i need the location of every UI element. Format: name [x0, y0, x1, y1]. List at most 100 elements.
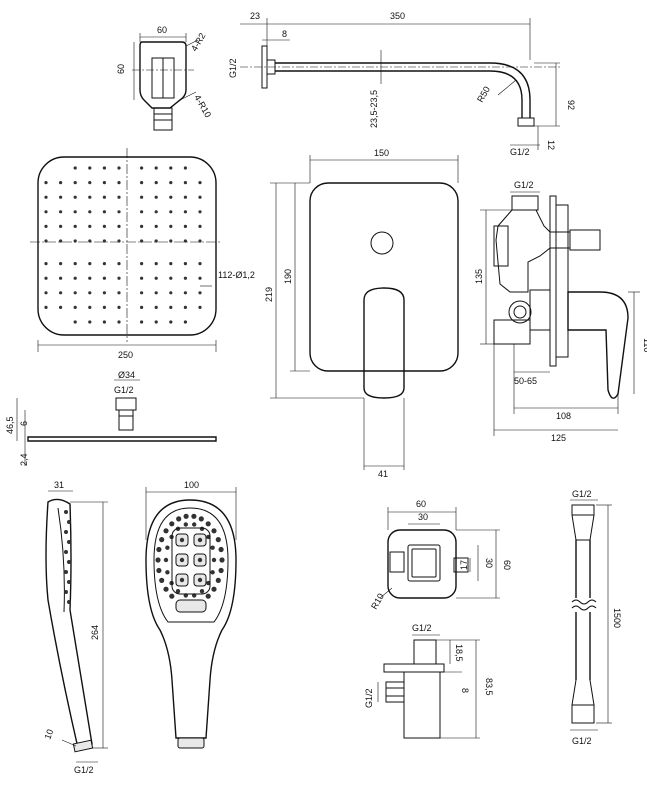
- spray-nozzle: [102, 166, 106, 170]
- hand-width-label: 100: [184, 480, 199, 490]
- spray-nozzle: [140, 320, 144, 324]
- wall-elbow-view: 60 60 4-R2 4-R10: [116, 25, 213, 131]
- spray-nozzle: [44, 195, 48, 199]
- spray-nozzle: [154, 276, 158, 280]
- spray-nozzle: [140, 291, 144, 295]
- spray-nozzle: [169, 305, 173, 309]
- hand-nozzle: [183, 513, 189, 519]
- hand-nozzle: [218, 546, 224, 553]
- spray-nozzle: [102, 239, 106, 243]
- hand-nozzle: [183, 522, 188, 527]
- mixer-side-view: G1/2 135 50-65 108 125 110: [474, 180, 647, 443]
- spray-nozzle: [102, 224, 106, 228]
- spray-nozzle: [154, 305, 158, 309]
- side-nozzle: [64, 570, 68, 574]
- hand-nozzle: [159, 537, 165, 543]
- spray-nozzle: [183, 320, 187, 324]
- spray-nozzle: [59, 210, 63, 214]
- spray-nozzle: [102, 276, 106, 280]
- spray-nozzle: [169, 262, 173, 266]
- outlet-radius-label: R10: [369, 592, 386, 611]
- hand-nozzle: [163, 528, 169, 534]
- elbow-radius-small-label: 4-R2: [189, 31, 207, 53]
- mixer-lever-depth-label: 108: [556, 411, 571, 421]
- spray-nozzle: [88, 166, 92, 170]
- hose-length-label: 1500: [612, 608, 622, 628]
- hand-nozzle: [169, 521, 175, 527]
- spray-nozzle: [117, 305, 121, 309]
- hand-center-nozzle: [179, 557, 185, 563]
- hand-nozzle: [191, 513, 197, 519]
- hand-nozzle: [211, 528, 217, 534]
- spray-nozzle: [198, 239, 202, 243]
- mixer-lever-height-label: 110: [642, 338, 647, 352]
- outlet-top-thread-label: G1/2: [412, 623, 432, 633]
- hand-center-nozzle: [179, 577, 185, 583]
- spray-nozzle: [154, 262, 158, 266]
- elbow-width-label: 60: [157, 25, 167, 35]
- spray-nozzle: [73, 224, 77, 228]
- spray-nozzle: [198, 181, 202, 185]
- shower-head-side-view: Ø34 G1/2 46,5 6 2,4: [5, 370, 217, 466]
- hose-bottom-thread-label: G1/2: [572, 736, 592, 746]
- spray-nozzle: [88, 262, 92, 266]
- plate-width-label: 150: [374, 148, 389, 158]
- spray-nozzle: [154, 181, 158, 185]
- hand-nozzle: [165, 545, 170, 550]
- mixer-body-height-label: 135: [474, 269, 484, 284]
- shower-head-top-view: 112-Ø1,2 250: [30, 148, 255, 360]
- spray-nozzle: [154, 239, 158, 243]
- hand-shower-center-nozzles: [175, 533, 207, 587]
- mixer-total-depth-label: 125: [551, 433, 566, 443]
- spray-nozzle: [73, 239, 77, 243]
- head-holes-label: 112-Ø1,2: [218, 270, 255, 280]
- spray-nozzle: [140, 195, 144, 199]
- spray-nozzle: [198, 224, 202, 228]
- hand-nozzle: [169, 593, 175, 599]
- spray-nozzle: [102, 210, 106, 214]
- arm-outlet-height-label: 12: [546, 140, 556, 150]
- elbow-height-label: 60: [116, 64, 126, 74]
- spray-nozzle: [169, 224, 173, 228]
- spray-nozzle: [183, 276, 187, 280]
- spray-nozzle: [117, 262, 121, 266]
- spray-nozzle: [73, 276, 77, 280]
- spray-nozzle: [44, 291, 48, 295]
- spray-nozzle: [117, 320, 121, 324]
- hand-shower-front-view: 100: [145, 480, 237, 749]
- spray-nozzle: [169, 276, 173, 280]
- outlet-top-height-label: 18,5: [454, 644, 464, 662]
- spray-nozzle: [183, 166, 187, 170]
- spray-nozzle: [73, 262, 77, 266]
- spray-nozzle: [59, 195, 63, 199]
- hand-shower-side-nozzles: [64, 510, 71, 604]
- hand-nozzle: [198, 516, 204, 522]
- hand-nozzle: [155, 557, 161, 563]
- outlet-inner-width-label: 30: [418, 512, 428, 522]
- hand-center-nozzle: [197, 577, 203, 583]
- spray-nozzle: [154, 291, 158, 295]
- side-nozzle: [67, 540, 71, 544]
- spray-nozzle: [44, 224, 48, 228]
- hand-center-nozzle: [197, 557, 203, 563]
- hand-tip-label: 10: [42, 728, 55, 741]
- spray-nozzle: [154, 195, 158, 199]
- spray-nozzle: [44, 210, 48, 214]
- outlet-total-height-label: 83,5: [484, 678, 494, 696]
- spray-nozzle: [88, 181, 92, 185]
- hand-nozzle: [175, 589, 181, 594]
- hand-nozzle: [163, 586, 169, 592]
- spray-nozzle: [88, 195, 92, 199]
- spray-nozzle: [117, 210, 121, 214]
- hand-nozzle: [219, 557, 225, 563]
- arm-tube-label: 23,5-23,5: [369, 90, 379, 128]
- hand-nozzle: [176, 516, 182, 522]
- spray-nozzle: [169, 291, 173, 295]
- spray-nozzle: [59, 276, 63, 280]
- spray-nozzle: [140, 166, 144, 170]
- spray-nozzle: [198, 305, 202, 309]
- hand-thread-label: G1/2: [74, 765, 94, 775]
- hand-nozzle: [192, 522, 197, 527]
- wall-outlet-side-view: G1/2 18,5 8 83,5 G1/2: [364, 623, 494, 739]
- elbow-radius-large-label: 4-R10: [192, 93, 213, 119]
